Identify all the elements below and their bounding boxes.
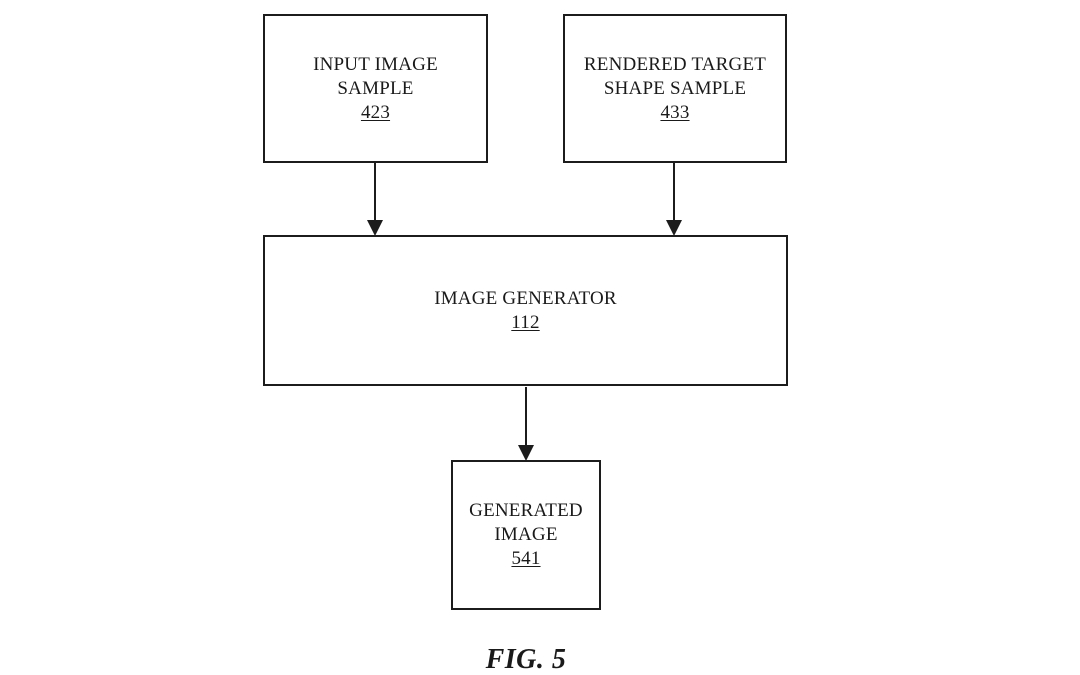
node-input-image-sample-text: INPUT IMAGE SAMPLE 423 [313, 53, 438, 125]
node-label-line: SAMPLE [337, 77, 414, 99]
node-generated-image-text: GENERATED IMAGE 541 [469, 499, 583, 571]
node-ref-number: 433 [660, 101, 690, 123]
node-label-line: IMAGE GENERATOR [434, 287, 617, 309]
node-input-image-sample: INPUT IMAGE SAMPLE 423 [263, 14, 488, 163]
node-label-line: IMAGE [494, 524, 558, 545]
arrowhead-down-icon [666, 220, 682, 236]
node-ref-number: 541 [511, 548, 541, 569]
node-rendered-target-shape-sample-text: RENDERED TARGET SHAPE SAMPLE 433 [584, 53, 766, 125]
node-ref-number: 112 [511, 311, 540, 333]
node-label-line: RENDERED TARGET [583, 53, 767, 75]
arrowhead-down-icon [367, 220, 383, 236]
arrow-shaft [673, 163, 675, 220]
arrow-shaft [374, 163, 376, 220]
arrow-shaft [525, 387, 527, 445]
figure-caption: FIG. 5 [485, 644, 567, 675]
node-rendered-target-shape-sample: RENDERED TARGET SHAPE SAMPLE 433 [563, 14, 787, 163]
arrowhead-down-icon [518, 445, 534, 461]
node-label-line: SHAPE SAMPLE [603, 77, 747, 99]
arrow-generator-to-generated [518, 387, 534, 461]
node-image-generator: IMAGE GENERATOR 112 [263, 235, 788, 386]
node-ref-number: 423 [360, 101, 391, 123]
node-label-line: GENERATED [469, 500, 583, 521]
node-label-line: INPUT IMAGE [313, 53, 438, 75]
node-generated-image: GENERATED IMAGE 541 [451, 460, 601, 610]
arrow-input-to-generator [367, 163, 383, 236]
node-image-generator-text: IMAGE GENERATOR 112 [434, 287, 617, 335]
arrow-rendered-to-generator [666, 163, 682, 236]
